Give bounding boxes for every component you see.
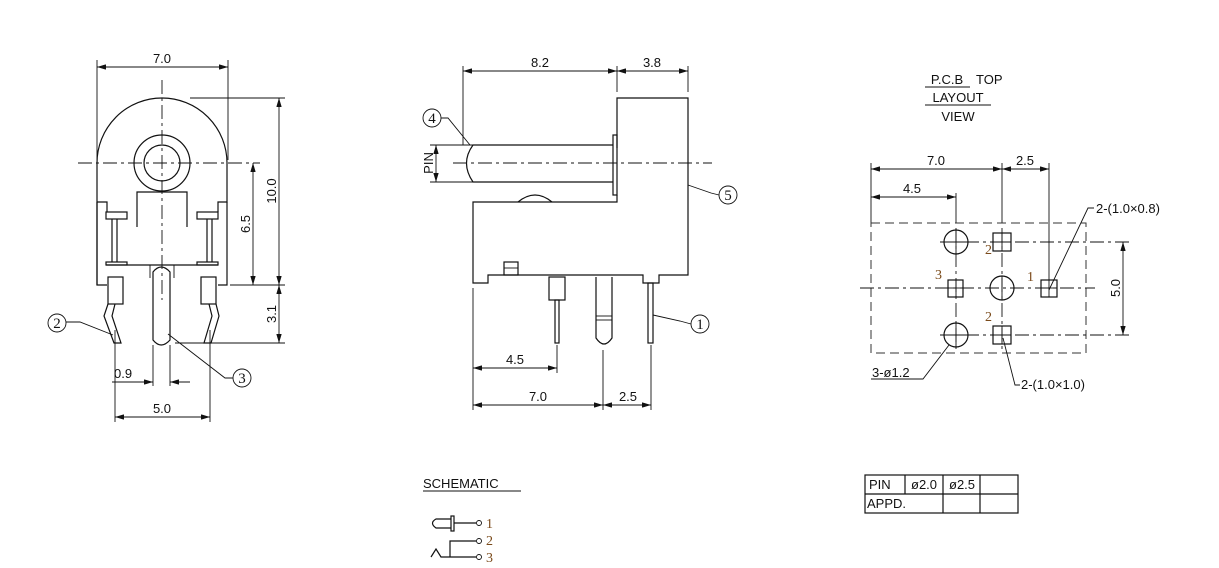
table-cell: APPD. (867, 496, 906, 511)
dim-width: 7.0 (153, 51, 171, 66)
pad (947, 279, 964, 298)
callout-2: 2 (53, 316, 61, 332)
dim-pin-span: 5.0 (153, 401, 171, 416)
dim-pin-gap: 0.9 (114, 366, 132, 381)
pcb-layout-view: P.C.B TOP LAYOUT VIEW 7.0 2.5 4.5 (860, 72, 1160, 392)
dim-height: 10.0 (264, 178, 279, 203)
front-view: 7.0 6.5 10.0 3.1 (47, 51, 285, 422)
pcb-dim-7-0: 7.0 (927, 153, 945, 168)
pcb-title-1: P.C.B (931, 72, 963, 87)
dim-pin-length: 8.2 (531, 55, 549, 70)
callout-1: 1 (696, 317, 704, 333)
table-cell: PIN (869, 477, 891, 492)
pcb-title-overlap: TOP (976, 72, 1003, 87)
approval-table: PIN ø2.0 ø2.5 APPD. (864, 474, 1019, 514)
dim-pin-length: 3.1 (264, 305, 279, 323)
note-pad-square: 2-(1.0×1.0) (1021, 377, 1085, 392)
dim-7-0: 7.0 (529, 389, 547, 404)
dim-4-5: 4.5 (506, 352, 524, 367)
pad-label: 3 (935, 268, 942, 283)
dim-body: 3.8 (643, 55, 661, 70)
note-pad-small: 2-(1.0×0.8) (1096, 201, 1160, 216)
schematic-pin-1: 1 (486, 517, 493, 532)
jack-body-outline (96, 97, 228, 285)
callout-3: 3 (238, 371, 246, 387)
dim-pin-label: PIN (421, 152, 436, 174)
pcb-dim-4-5: 4.5 (903, 181, 921, 196)
note-holes: 3-ø1.2 (872, 365, 910, 380)
pcb-title-3: VIEW (941, 109, 975, 124)
pad-label: 2 (985, 310, 992, 325)
plug-symbol (431, 518, 451, 529)
table-cell: ø2.5 (949, 477, 975, 492)
pad-label: 1 (1027, 270, 1034, 285)
dim-2-5: 2.5 (619, 389, 637, 404)
schematic-pin-2: 2 (486, 534, 493, 549)
pcb-dim-2-5: 2.5 (1016, 153, 1034, 168)
table-cell: ø2.0 (911, 477, 937, 492)
center-pin (152, 266, 171, 346)
schematic: SCHEMATIC 1 2 3 (423, 476, 521, 566)
dim-center: 6.5 (238, 215, 253, 233)
plug-pin (465, 144, 613, 183)
pcb-dim-5-0: 5.0 (1108, 279, 1123, 297)
schematic-pin-3: 3 (486, 551, 493, 566)
pad-label: 2 (985, 243, 992, 258)
side-view: 8.2 3.8 PIN 4.5 7.0 2.5 4 5 (421, 55, 738, 410)
callout-5: 5 (724, 188, 732, 204)
callout-4: 4 (428, 111, 436, 127)
housing-outline (472, 97, 689, 284)
pcb-title-2: LAYOUT (932, 90, 983, 105)
schematic-title: SCHEMATIC (423, 476, 499, 491)
